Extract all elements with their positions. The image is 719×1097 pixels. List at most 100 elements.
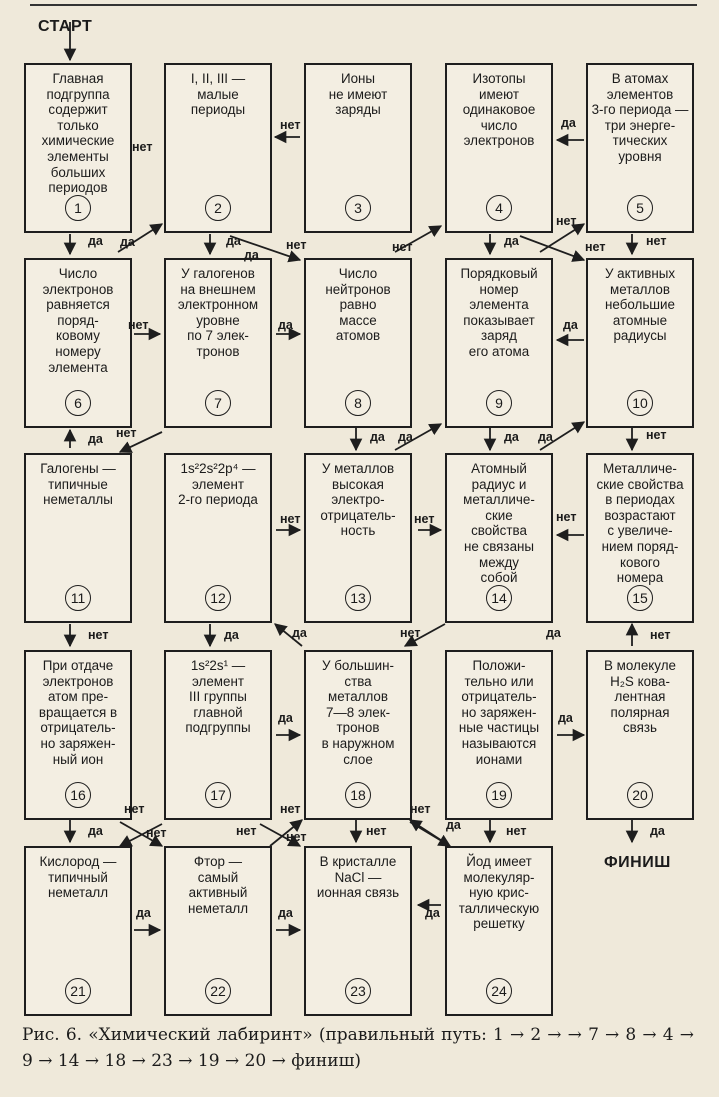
arrow-label-yes: да [504,430,519,444]
arrow-label-yes: да [561,116,576,130]
page-header-rule [30,4,697,9]
arrow-label-no: нет [556,214,577,228]
box-number-badge: 24 [486,978,512,1004]
maze-box-20: В молекуле H₂S кова- лентная полярная св… [586,650,694,820]
box-statement: Фтор — самый активный неметалл [187,854,249,916]
arrow-14-18 [403,623,446,647]
arrow-label-yes: да [226,234,241,248]
arrow-18-24 [409,821,452,847]
arrow-14-10 [539,421,586,451]
box-statement: У большин- ства металлов 7—8 элек- троно… [321,658,395,767]
finish-label: ФИНИШ [604,854,671,871]
box-number-badge: 19 [486,782,512,808]
arrow-label-no: нет [556,510,577,524]
box-number-badge: 3 [345,195,371,221]
box-number-badge: 10 [627,390,653,416]
box-statement: Главная подгруппа содержит только химиче… [41,71,115,196]
arrow-label-no: нет [286,830,307,844]
arrow-label-no: нет [410,802,431,816]
arrow-label-no: нет [236,824,257,838]
arrow-label-yes: да [278,711,293,725]
box-number-badge: 4 [486,195,512,221]
box-statement: У галогенов на внешнем электронном уровн… [177,266,259,359]
box-number-badge: 6 [65,390,91,416]
figure-caption: Рис. 6. «Химический лабиринт» (правильны… [22,1025,694,1071]
arrow-label-yes: да [224,628,239,642]
maze-box-19: Положи- тельно или отрицатель- но заряже… [445,650,553,820]
arrow-label-yes: да [278,318,293,332]
box-statement: Кислород — типичный неметалл [39,854,117,901]
box-number-badge: 9 [486,390,512,416]
arrow-label-no: нет [132,140,153,154]
arrow-label-no: нет [116,426,137,440]
box-statement: I, II, III — малые периоды [190,71,246,118]
box-number-badge: 20 [627,782,653,808]
box-statement: Металличе- ские свойства в периодах возр… [596,461,684,586]
arrow-label-yes: да [563,318,578,332]
box-statement: Порядковый номер элемента показывает зар… [460,266,538,359]
arrow-4-10 [519,235,586,262]
box-statement: Число нейтронов равно массе атомов [325,266,391,344]
arrow-label-yes: да [398,430,413,444]
maze-box-5: В атомах элементов 3-го периода — три эн… [586,63,694,233]
arrow-label-yes: да [136,906,151,920]
arrow-label-no: нет [506,824,527,838]
arrow-label-no: нет [286,238,307,252]
box-statement: Изотопы имеют одинаковое число электроно… [462,71,536,149]
maze-box-8: Число нейтронов равно массе атомов 8 [304,258,412,428]
maze-box-9: Порядковый номер элемента показывает зар… [445,258,553,428]
maze-box-18: У большин- ства металлов 7—8 элек- троно… [304,650,412,820]
arrow-label-yes: да [504,234,519,248]
box-statement: При отдаче электронов атом пре- вращаетс… [38,658,118,767]
arrow-label-yes: да [558,711,573,725]
arrow-label-no: нет [414,512,435,526]
arrow-label-no: нет [646,428,667,442]
maze-box-1: Главная подгруппа содержит только химиче… [24,63,132,233]
arrow-label-no: нет [366,824,387,838]
maze-box-10: У активных металлов небольшие атомные ра… [586,258,694,428]
box-number-badge: 5 [627,195,653,221]
box-statement: Йод имеет молекуляр- ную крис- таллическ… [458,854,540,932]
box-number-badge: 12 [205,585,231,611]
arrow-label-yes: да [88,824,103,838]
arrow-label-no: нет [280,512,301,526]
maze-box-16: При отдаче электронов атом пре- вращаетс… [24,650,132,820]
arrow-label-yes: да [538,430,553,444]
maze-box-17: 1s²2s¹ — элемент III группы главной подг… [164,650,272,820]
arrow-label-no: нет [128,318,149,332]
arrow-label-no: нет [88,628,109,642]
arrow-label-yes: да [292,626,307,640]
arrow-label-no: нет [280,802,301,816]
box-number-badge: 13 [345,585,371,611]
box-statement: У металлов высокая электро- отрицатель- … [320,461,396,539]
box-number-badge: 1 [65,195,91,221]
arrow-1-2 [117,223,164,253]
arrow-label-yes: да [88,432,103,446]
arrow-label-no: нет [400,626,421,640]
box-number-badge: 15 [627,585,653,611]
arrow-label-no: нет [392,240,413,254]
box-number-badge: 23 [345,978,371,1004]
box-statement: В атомах элементов 3-го периода — три эн… [591,71,689,164]
maze-box-3: Ионы не имеют заряды 3 [304,63,412,233]
box-number-badge: 21 [65,978,91,1004]
box-statement: Ионы не имеют заряды [328,71,388,118]
box-number-badge: 18 [345,782,371,808]
box-statement: В молекуле H₂S кова- лентная полярная св… [604,658,676,736]
maze-box-4: Изотопы имеют одинаковое число электроно… [445,63,553,233]
maze-box-7: У галогенов на внешнем электронном уровн… [164,258,272,428]
arrow-label-yes: да [546,626,561,640]
box-number-badge: 8 [345,390,371,416]
start-label: СТАРТ [38,18,93,35]
box-number-badge: 16 [65,782,91,808]
arrow-label-yes: да [88,234,103,248]
box-statement: Галогены — типичные неметаллы [40,461,116,508]
box-number-badge: 7 [205,390,231,416]
arrow-label-yes: да [120,235,135,249]
box-number-badge: 14 [486,585,512,611]
maze-box-13: У металлов высокая электро- отрицатель- … [304,453,412,623]
